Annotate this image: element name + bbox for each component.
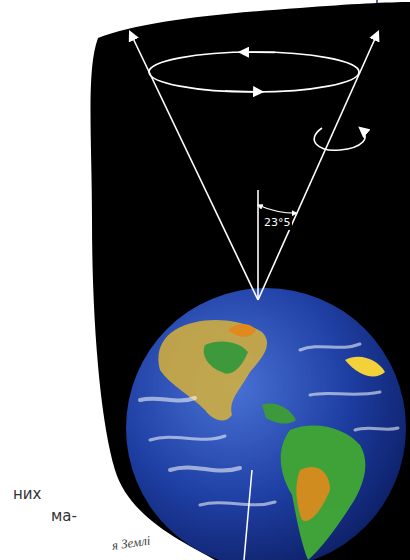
north-america-green (204, 341, 248, 373)
south-america-desert (296, 467, 330, 521)
south-america (281, 426, 366, 560)
precession-ellipse (149, 52, 359, 92)
tilted-axis (258, 32, 378, 300)
land-orange (228, 324, 256, 337)
globe-ocean (126, 288, 406, 560)
earth-globe (126, 288, 406, 560)
angle-value: 23°5 (263, 217, 292, 230)
precession-cone (130, 32, 378, 300)
ellipse-arrow-top (240, 51, 275, 53)
text-fragment: них (12, 486, 42, 503)
north-america (158, 320, 267, 420)
axis-bottom (244, 470, 252, 560)
land-yellow (345, 357, 385, 377)
handwritten-note: я Землі (110, 533, 152, 553)
rotation-arrow (314, 128, 365, 150)
angle-arc (258, 205, 297, 213)
text-fragment: ма- (50, 508, 78, 525)
central-america (262, 403, 296, 423)
ellipse-arrow-bottom (225, 90, 262, 93)
clouds (140, 344, 398, 505)
vertical-axis (257, 190, 259, 300)
